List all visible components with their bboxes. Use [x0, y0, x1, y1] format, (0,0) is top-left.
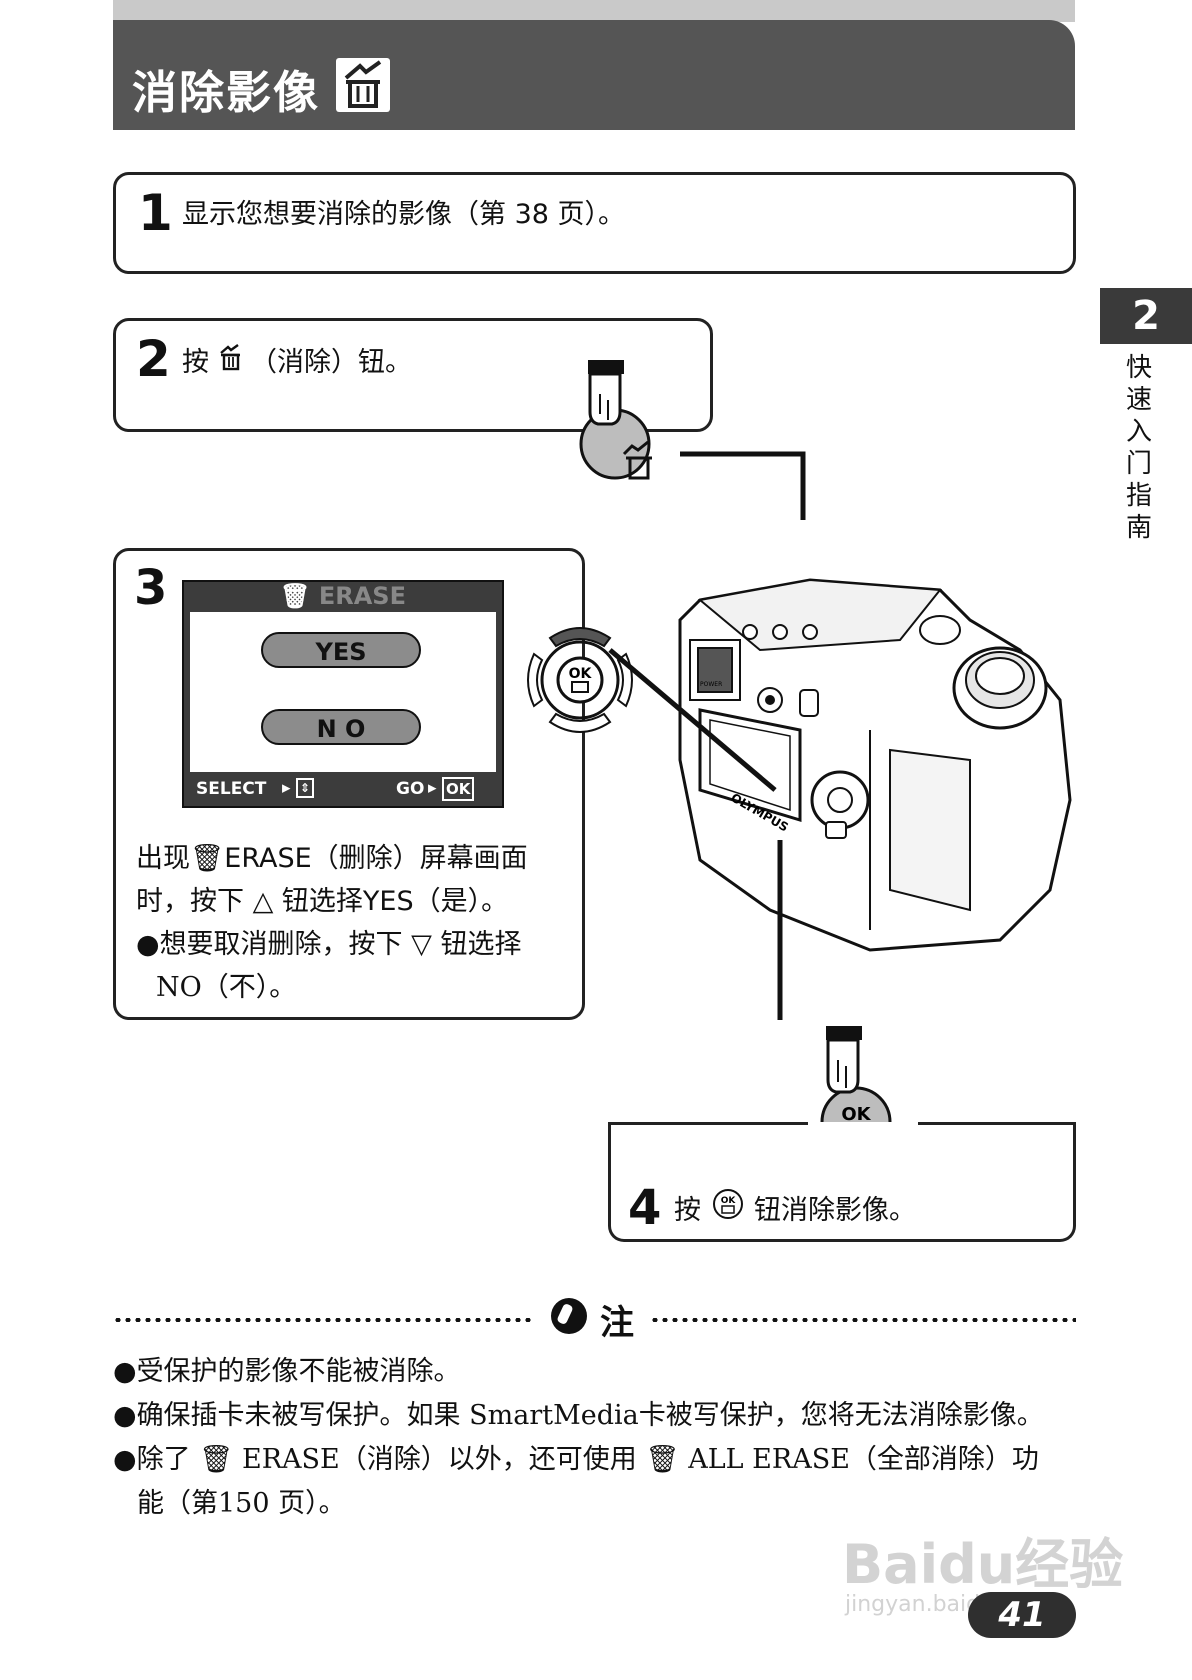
erase-icon	[218, 344, 244, 376]
bullet-icon: ●	[136, 929, 160, 960]
bullet-icon: ●	[113, 1444, 137, 1475]
step-4-text-pre: 按	[674, 1195, 701, 1226]
note-item-3: ●除了 🗑︎ ERASE（消除）以外，还可使用 🗑︎ ALL ERASE（全部消…	[113, 1444, 1039, 1475]
erase-icon: 🗑︎	[280, 582, 311, 610]
note-item-2: ●确保插卡未被写保护。如果 SmartMedia卡被写保护，您将无法消除影像。	[113, 1400, 1044, 1431]
step-3-line-1: 出现🗑︎ERASE（删除）屏幕画面	[136, 843, 528, 874]
step-4-box-top-right	[918, 1122, 1076, 1125]
no-button[interactable]: N O	[261, 709, 421, 745]
step-4-text-post: 钮消除影像。	[754, 1195, 916, 1226]
bullet-icon: ●	[113, 1400, 137, 1431]
camera-power-label: POWER	[700, 681, 722, 688]
arrow-right-icon: ▸	[282, 778, 291, 798]
note-item-3-cont: 能（第150 页）。	[137, 1488, 346, 1519]
step-3-bullet-cont: NO（不）。	[156, 972, 297, 1003]
bullet-icon: ●	[113, 1356, 137, 1387]
connector-lines	[608, 648, 783, 1020]
note-item-1: ●受保护的影像不能被消除。	[113, 1356, 461, 1387]
note-title: 注	[600, 1303, 634, 1343]
step-2-text-pre: 按	[182, 347, 209, 378]
erase-icon: 🗑︎	[190, 843, 225, 874]
step-3-number: 3	[134, 560, 168, 616]
step-1-box	[113, 172, 1076, 274]
svg-text:OK: OK	[721, 1196, 737, 1206]
step-1-number: 1	[138, 184, 173, 242]
erase-icon	[336, 58, 390, 112]
erase-icon: 🗑︎	[190, 1444, 243, 1475]
all-erase-icon: 🗑︎	[636, 1444, 689, 1475]
page-number: 41	[968, 1592, 1076, 1638]
arrow-right-icon: ▸	[428, 778, 437, 798]
step-4-box-top-left	[608, 1122, 808, 1125]
note-divider-left	[113, 1318, 533, 1322]
note-divider-right	[650, 1318, 1076, 1322]
step-4-number: 4	[628, 1180, 662, 1236]
header-top-strip	[113, 0, 1075, 22]
page-title: 消除影像	[132, 66, 321, 119]
go-label: GO	[396, 779, 425, 799]
ok-icon: OK	[712, 1188, 744, 1224]
note-icon	[551, 1298, 587, 1334]
yes-button[interactable]: YES	[261, 632, 421, 668]
erase-button-illustration	[579, 360, 806, 520]
erase-screen-footer: SELECT ▸ ⇕ GO ▸ OK	[186, 776, 500, 804]
select-label: SELECT	[196, 779, 267, 799]
ok-label: OK	[841, 1104, 871, 1125]
header-bar	[113, 20, 1075, 130]
chapter-label: 快速入门指南	[1125, 353, 1152, 543]
erase-screen-title: 🗑︎ ERASE	[280, 582, 406, 610]
step-1-text: 显示您想要消除的影像（第 38 页）。	[182, 199, 626, 230]
step-3-bullet: ●想要取消删除，按下 ▽ 钮选择	[136, 929, 522, 960]
step-2-text-post: （消除）钮。	[250, 347, 412, 378]
step-3-line-2: 时，按下 △ 钮选择YES（是）。	[136, 886, 509, 917]
chapter-number: 2	[1100, 288, 1192, 344]
ok-label: OK	[569, 666, 593, 682]
step-4-box	[608, 1122, 1076, 1242]
up-down-icon: ⇕	[296, 778, 314, 798]
step-2-number: 2	[136, 330, 171, 388]
watermark-logo: Baidu经验	[842, 1533, 1124, 1596]
ok-icon: OK	[442, 777, 475, 801]
